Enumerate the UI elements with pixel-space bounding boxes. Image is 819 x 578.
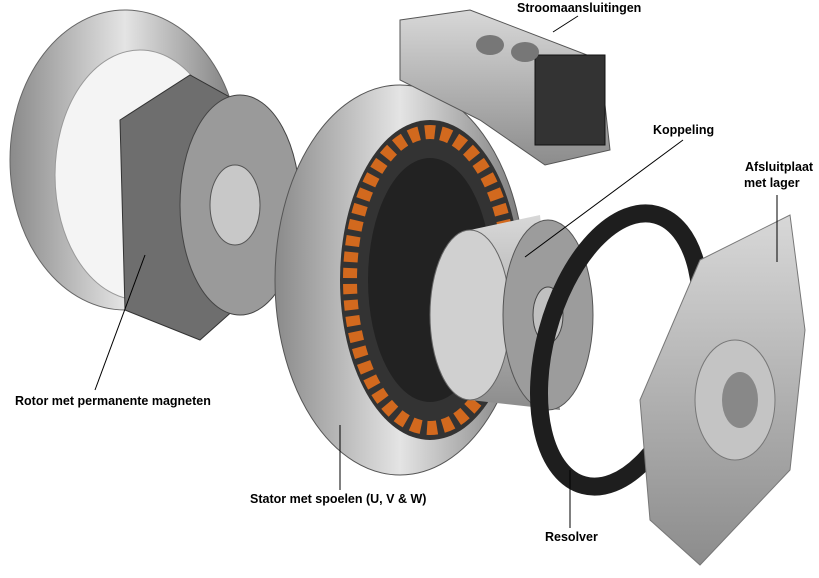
rotor-magnets [119,74,301,341]
label-coupling: Koppeling [653,123,715,137]
label-rotor: Rotor met permanente magneten [15,394,211,408]
label-end-plate-line2: met lager [744,176,800,190]
end-plate [639,214,806,566]
label-stator: Stator met spoelen (U, V & W) [250,492,427,506]
leader-rotor [94,254,146,391]
label-power-connections: Stroomaansluitingen [517,1,642,15]
label-resolver: Resolver [545,530,598,544]
coupling [429,215,594,411]
leader-coupling [524,139,684,258]
leader-power-connections [552,15,579,33]
power-connection-block [399,9,611,166]
label-end-plate-line1: Afsluitplaat [745,160,814,174]
leader-lines [94,15,778,528]
